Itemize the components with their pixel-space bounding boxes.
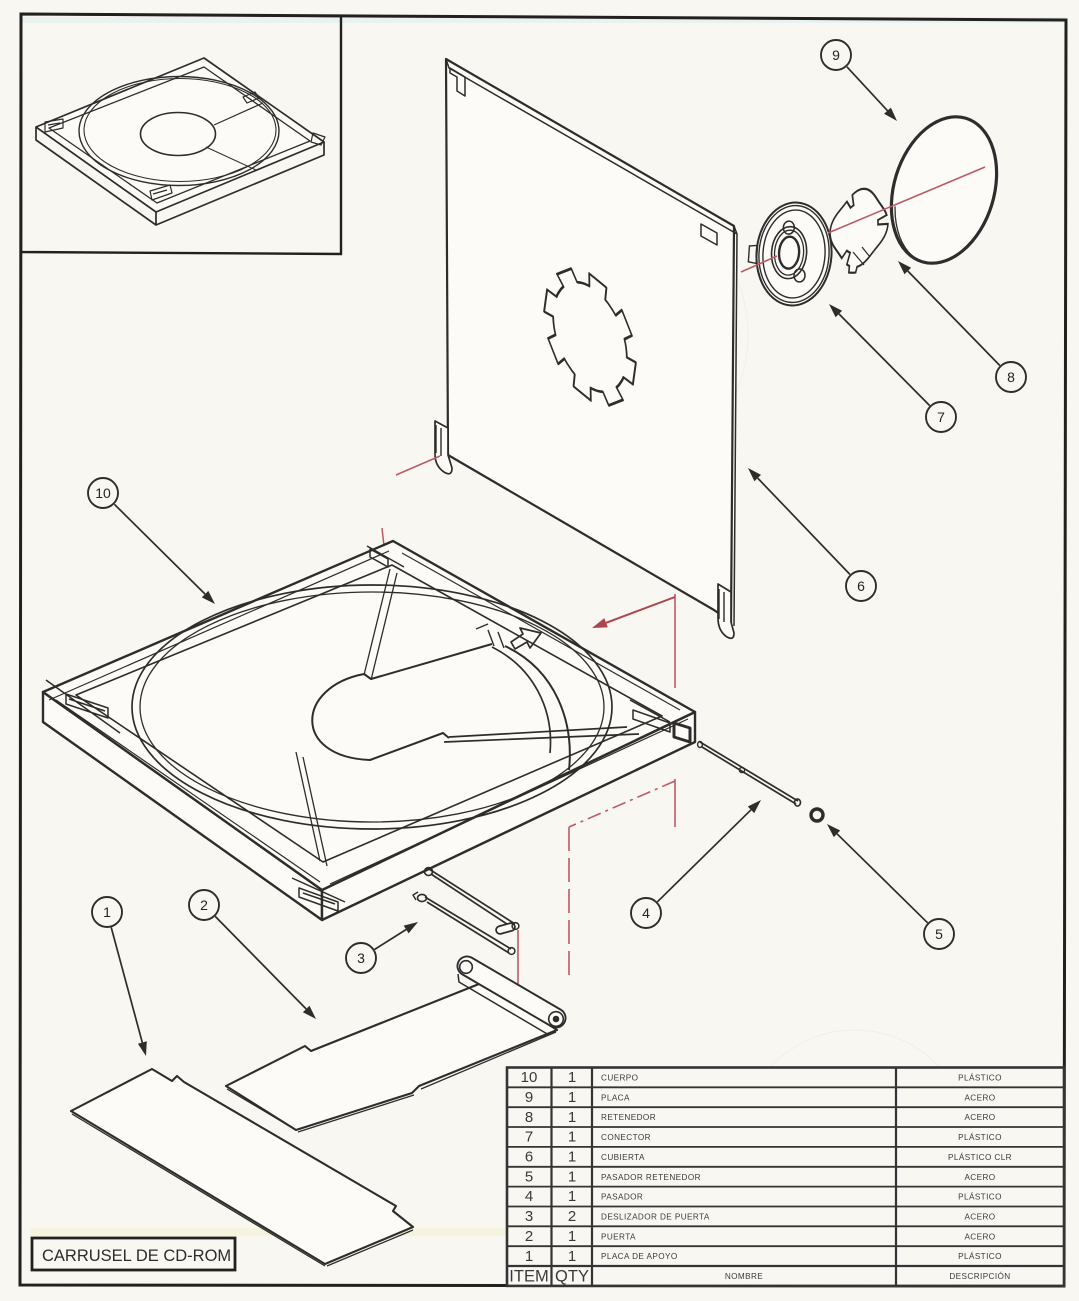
svg-text:1: 1 (568, 1089, 576, 1106)
svg-text:7: 7 (525, 1129, 533, 1146)
svg-text:4: 4 (525, 1188, 533, 1205)
svg-text:1: 1 (568, 1248, 576, 1265)
svg-text:NOMBRE: NOMBRE (725, 1272, 763, 1281)
svg-text:PUERTA: PUERTA (601, 1232, 636, 1241)
svg-text:2: 2 (568, 1208, 576, 1225)
svg-text:3: 3 (357, 950, 365, 966)
svg-text:1: 1 (568, 1109, 576, 1126)
svg-text:ACERO: ACERO (964, 1113, 995, 1122)
svg-text:10: 10 (521, 1069, 538, 1086)
svg-text:8: 8 (525, 1109, 533, 1126)
svg-text:DESLIZADOR DE PUERTA: DESLIZADOR DE PUERTA (601, 1213, 710, 1222)
svg-text:1: 1 (568, 1149, 576, 1166)
svg-text:PASADOR: PASADOR (601, 1193, 643, 1202)
svg-text:CONECTOR: CONECTOR (601, 1133, 651, 1142)
svg-text:ITEM: ITEM (509, 1267, 548, 1285)
svg-text:1: 1 (568, 1188, 576, 1205)
svg-text:4: 4 (642, 905, 650, 921)
svg-text:1: 1 (568, 1168, 576, 1185)
svg-text:CUERPO: CUERPO (601, 1074, 638, 1083)
svg-text:PLÁSTICO: PLÁSTICO (958, 1132, 1002, 1142)
svg-text:6: 6 (857, 578, 865, 594)
svg-text:2: 2 (525, 1228, 533, 1245)
svg-text:9: 9 (525, 1089, 533, 1106)
svg-text:ACERO: ACERO (964, 1093, 995, 1102)
svg-text:2: 2 (200, 897, 208, 913)
svg-text:1: 1 (525, 1248, 533, 1265)
svg-text:ACERO: ACERO (964, 1232, 995, 1241)
svg-text:8: 8 (1007, 369, 1015, 385)
svg-text:9: 9 (832, 47, 840, 63)
svg-text:ACERO: ACERO (964, 1173, 995, 1182)
svg-text:PLACA DE APOYO: PLACA DE APOYO (601, 1252, 678, 1261)
svg-text:RETENEDOR: RETENEDOR (601, 1113, 656, 1122)
svg-text:PLÁSTICO: PLÁSTICO (958, 1251, 1002, 1261)
svg-text:ACERO: ACERO (964, 1213, 995, 1222)
svg-text:CUBIERTA: CUBIERTA (601, 1153, 645, 1162)
svg-text:PLÁSTICO: PLÁSTICO (958, 1073, 1002, 1083)
svg-text:7: 7 (937, 409, 945, 425)
svg-text:PASADOR RETENEDOR: PASADOR RETENEDOR (601, 1173, 701, 1182)
svg-text:1: 1 (103, 904, 111, 920)
svg-text:PLACA: PLACA (601, 1093, 630, 1102)
svg-text:1: 1 (568, 1228, 576, 1245)
svg-text:PLÁSTICO CLR: PLÁSTICO CLR (948, 1152, 1012, 1162)
svg-text:3: 3 (525, 1208, 533, 1225)
svg-text:5: 5 (935, 926, 943, 942)
svg-text:PLÁSTICO: PLÁSTICO (958, 1192, 1002, 1202)
svg-text:6: 6 (525, 1149, 533, 1166)
svg-text:DESCRIPCIÓN: DESCRIPCIÓN (949, 1271, 1010, 1281)
svg-text:5: 5 (525, 1168, 533, 1185)
svg-text:10: 10 (95, 485, 111, 501)
svg-text:CARRUSEL DE CD-ROM: CARRUSEL DE CD-ROM (42, 1247, 231, 1265)
svg-text:1: 1 (568, 1069, 576, 1086)
svg-text:QTY: QTY (555, 1267, 589, 1285)
svg-text:1: 1 (568, 1129, 576, 1146)
